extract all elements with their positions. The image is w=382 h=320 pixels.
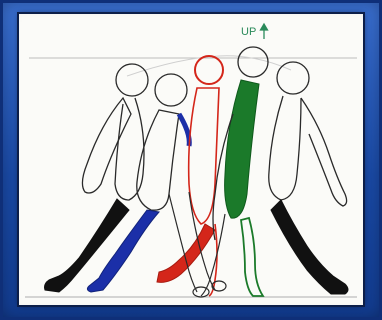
figure-outline-left bbox=[82, 64, 148, 200]
head-arc-guide bbox=[127, 56, 291, 76]
figure-outline-right bbox=[269, 62, 347, 206]
figure-green bbox=[213, 47, 268, 296]
walk-cycle-illustration: UP bbox=[19, 14, 363, 305]
figure-black-back-leg bbox=[271, 200, 348, 294]
figure-red bbox=[157, 56, 223, 296]
up-label: UP bbox=[241, 26, 256, 38]
figure-blue bbox=[87, 74, 189, 292]
up-arrow-icon bbox=[261, 24, 268, 39]
figure-black-leg bbox=[45, 199, 130, 292]
drawing-sheet: UP bbox=[19, 14, 363, 305]
